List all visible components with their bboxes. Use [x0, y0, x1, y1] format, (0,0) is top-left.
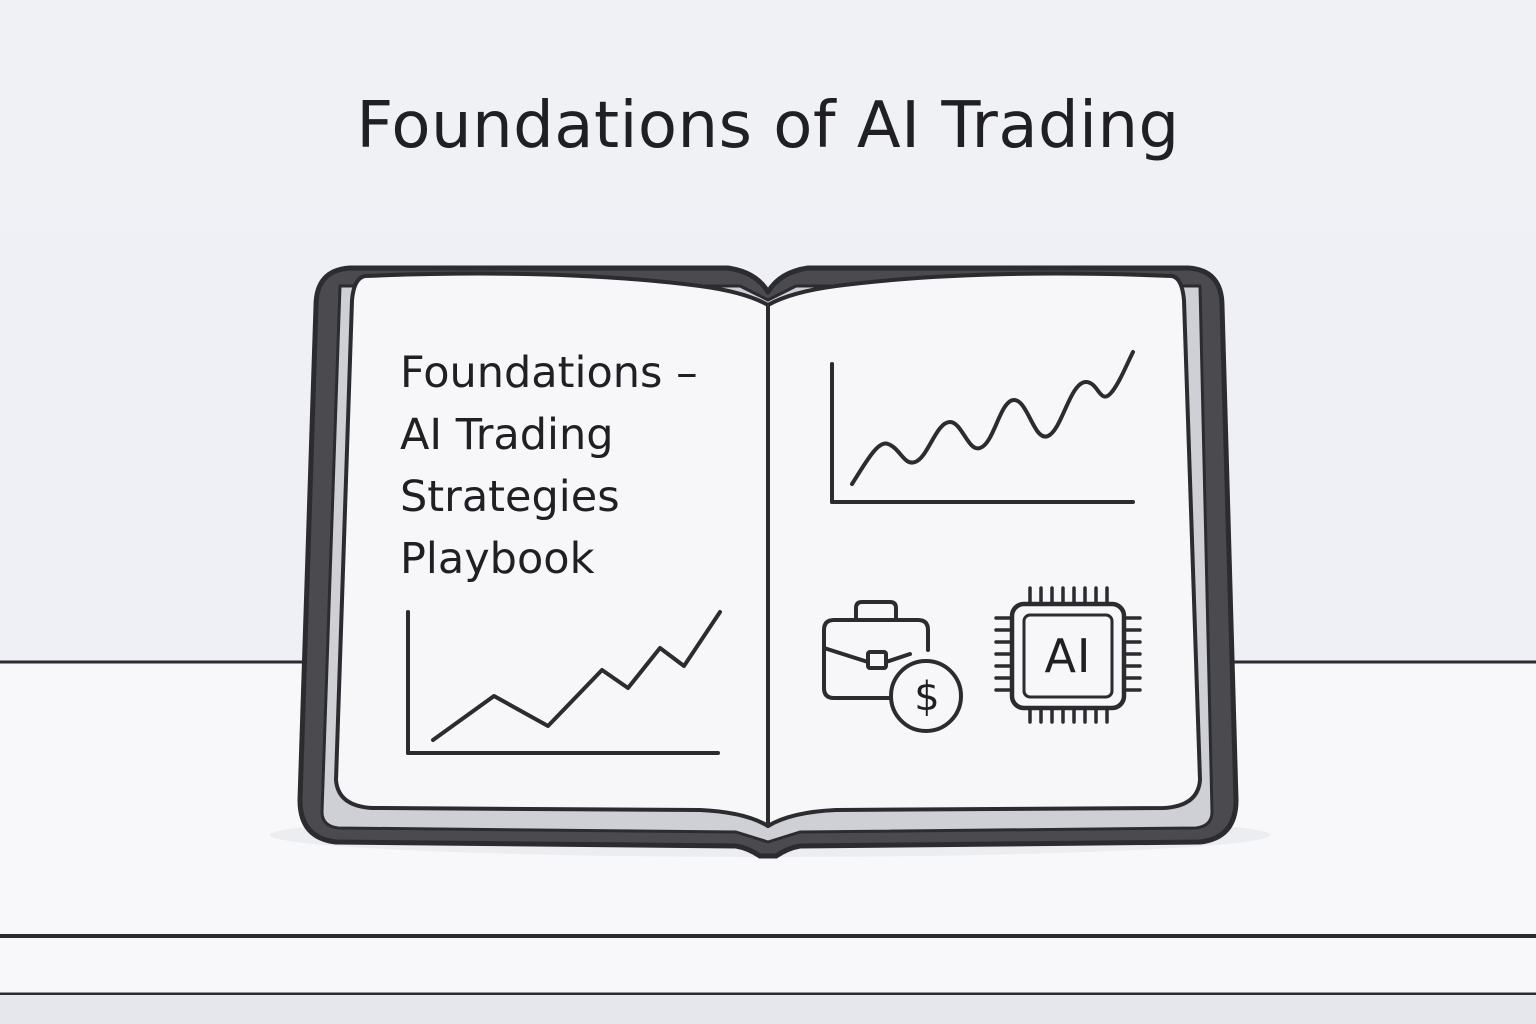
ai-chip-label: AI — [1044, 629, 1092, 683]
dollar-coin-icon — [889, 659, 963, 733]
line-chart-icon — [406, 610, 722, 755]
heading-line: Strategies — [400, 472, 620, 522]
line-chart-icon — [830, 350, 1135, 504]
dollar-symbol: $ — [914, 674, 940, 720]
open-book — [297, 265, 1239, 859]
page-title: Foundations of AI Trading — [356, 89, 1180, 163]
book-page-heading: Foundations – AI Trading Strategies Play… — [400, 342, 760, 590]
right-page — [766, 271, 1202, 828]
heading-line: AI Trading — [400, 410, 614, 460]
heading-line: Playbook — [400, 534, 595, 584]
ai-chip-icon — [994, 586, 1142, 724]
briefcase-icon — [822, 600, 930, 700]
heading-line: Foundations – — [400, 348, 698, 398]
